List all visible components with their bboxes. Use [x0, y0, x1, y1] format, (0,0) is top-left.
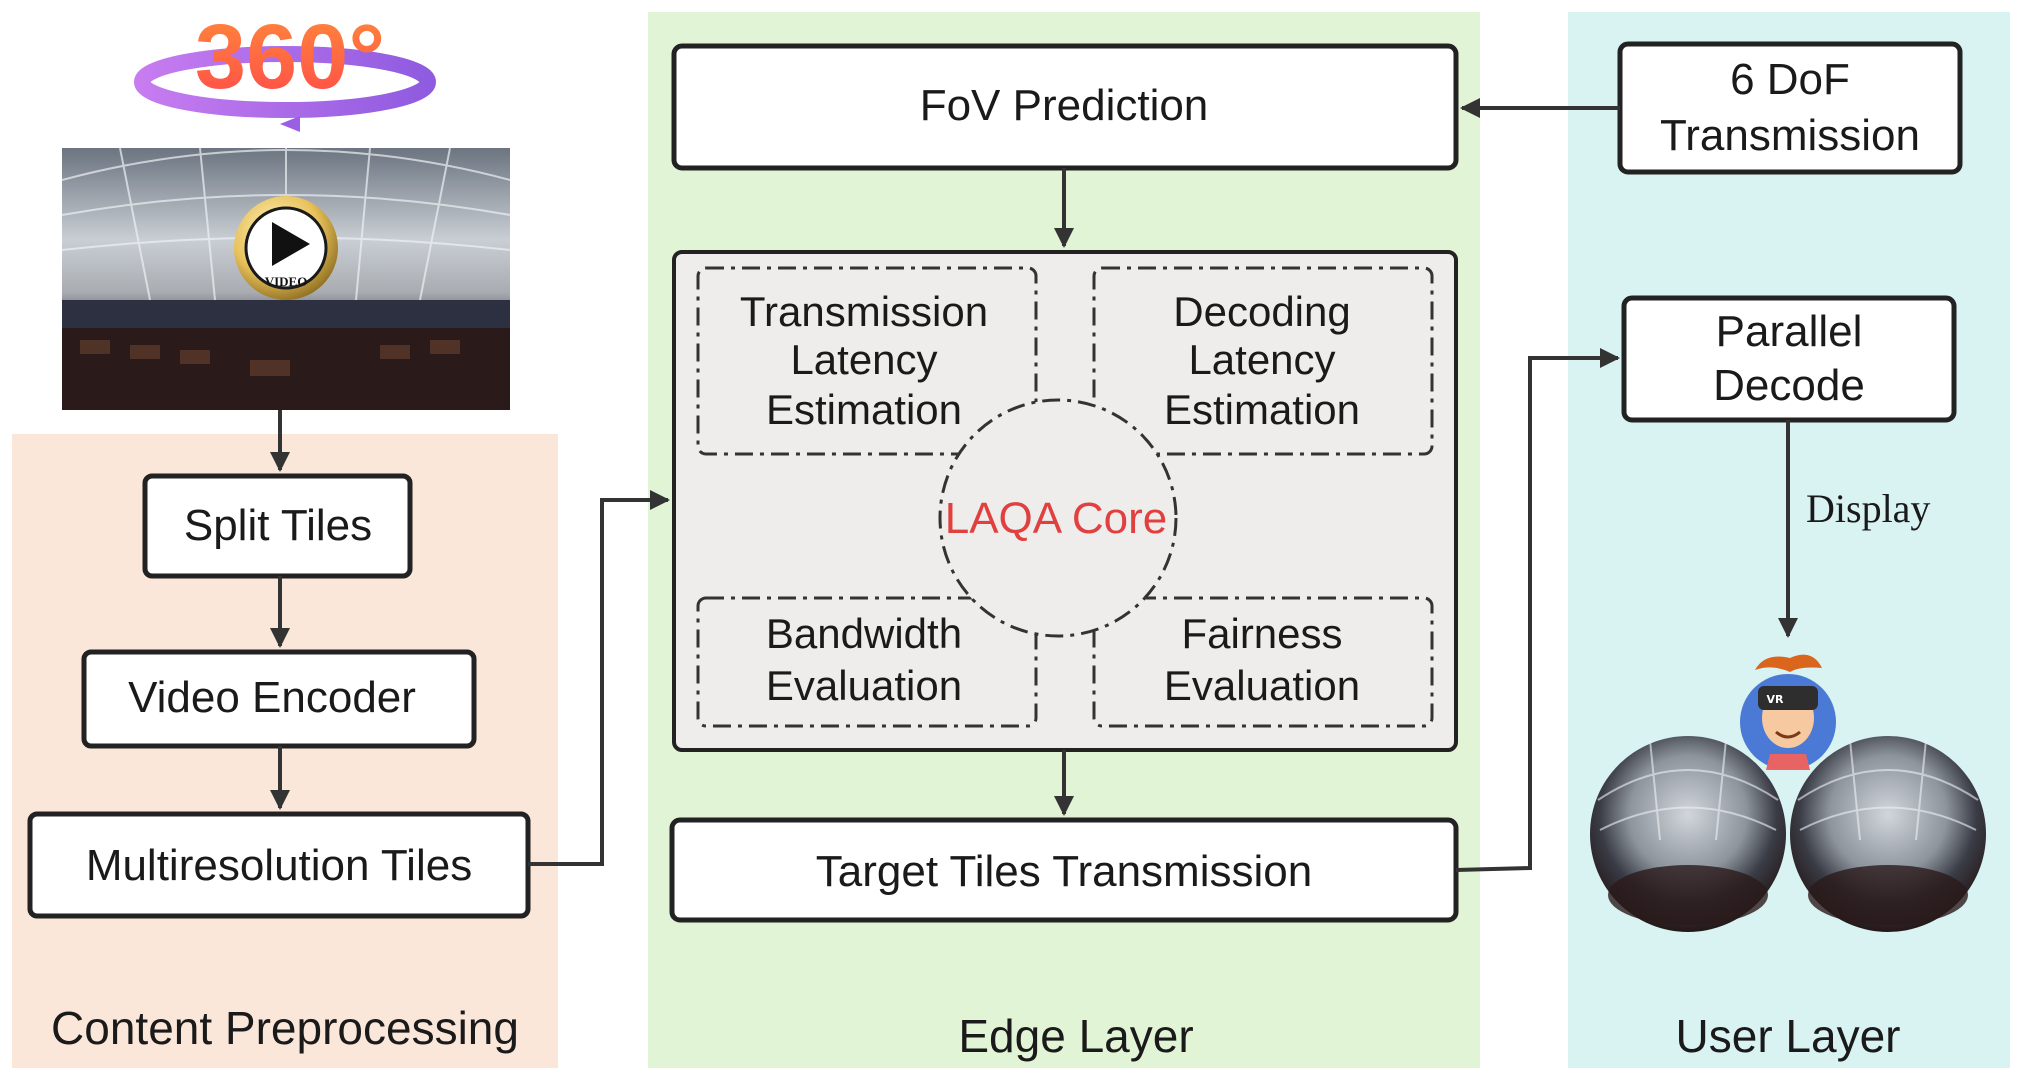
transmission-latency-line2: Latency [790, 336, 937, 383]
multiresolution-tiles-label: Multiresolution Tiles [86, 841, 472, 890]
sphere-view-left [1590, 736, 1786, 932]
decoding-latency-line2: Latency [1188, 336, 1335, 383]
fairness-line1: Fairness [1181, 610, 1342, 657]
content-preprocessing-label: Content Preprocessing [51, 1002, 519, 1054]
360-logo-text: 360° [195, 6, 385, 108]
transmission-latency-module: Transmission Latency Estimation [696, 266, 1038, 456]
split-tiles-box [142, 473, 413, 579]
arrow-target-to-parallel [1455, 348, 1620, 872]
6dof-label-line2: Transmission [1660, 111, 1920, 160]
bandwidth-evaluation-module: Bandwidth Evaluation [696, 596, 1038, 728]
laqa-core-circle: LAQA Core [938, 398, 1178, 638]
decoding-latency-line3: Estimation [1164, 386, 1360, 433]
arrow-multires-to-core [528, 490, 670, 866]
vr-user-avatar: VR [1740, 654, 1836, 770]
target-tiles-transmission-label: Target Tiles Transmission [816, 847, 1312, 896]
edge-layer-label: Edge Layer [958, 1010, 1193, 1062]
fov-prediction-label: FoV Prediction [920, 81, 1209, 130]
video-encoder-label: Video Encoder [128, 673, 416, 722]
fairness-evaluation-module: Fairness Evaluation [1092, 596, 1434, 728]
6dof-label-line1: 6 DoF [1730, 55, 1850, 104]
decoding-latency-line1: Decoding [1173, 288, 1350, 335]
transmission-latency-line1: Transmission [740, 288, 988, 335]
parallel-decode-line2: Decode [1713, 361, 1865, 410]
decoding-latency-module: Decoding Latency Estimation [1092, 266, 1434, 456]
laqa-core-label: LAQA Core [945, 494, 1168, 543]
vr-badge-text: VR [1767, 693, 1785, 706]
bandwidth-line2: Evaluation [766, 662, 962, 709]
transmission-latency-line3: Estimation [766, 386, 962, 433]
video-play-icon: VIDEO [234, 196, 338, 300]
display-label: Display [1806, 486, 1930, 531]
video-badge-text: VIDEO [265, 274, 308, 289]
user-layer-label: User Layer [1676, 1010, 1901, 1062]
360-logo: 360° [134, 6, 436, 132]
parallel-decode-line1: Parallel [1716, 307, 1863, 356]
fairness-line2: Evaluation [1164, 662, 1360, 709]
bandwidth-line1: Bandwidth [766, 610, 962, 657]
sphere-view-right [1790, 736, 1986, 932]
split-tiles-label: Split Tiles [184, 501, 372, 550]
